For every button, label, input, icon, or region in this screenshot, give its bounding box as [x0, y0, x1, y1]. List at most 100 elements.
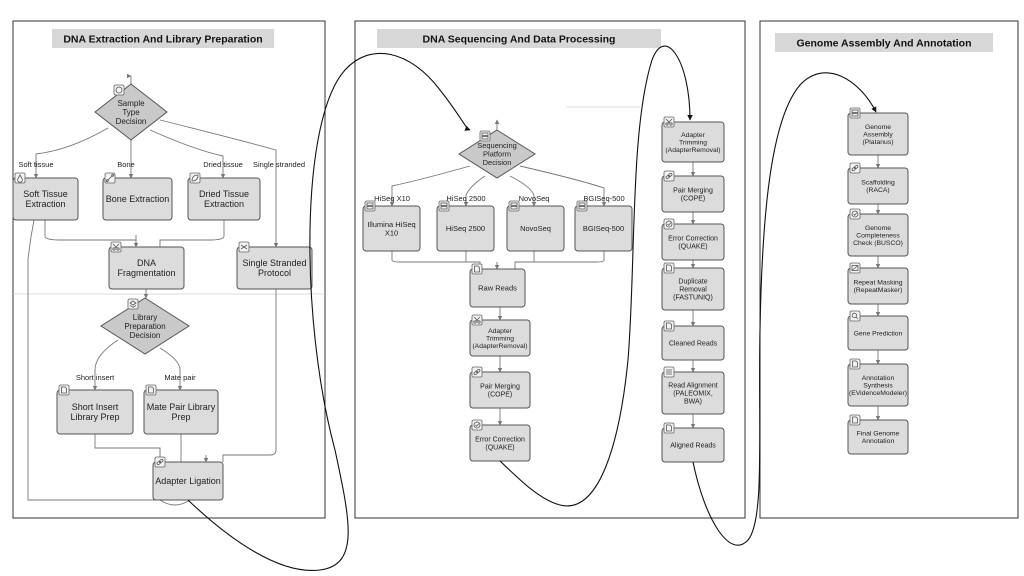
node-label: Soft Tissue	[23, 189, 68, 199]
node-label: Pair Merging	[480, 384, 520, 391]
node-label: BGISeq-500	[583, 224, 624, 233]
link-icon	[663, 170, 675, 182]
layers-icon	[127, 298, 139, 310]
node-label: Library Prep	[70, 412, 119, 422]
doc-icon	[471, 263, 483, 275]
server-icon	[576, 200, 588, 212]
flow-line	[391, 165, 471, 195]
edge-label-short-insert: Short insert	[76, 373, 115, 382]
node-label: Sample	[117, 99, 145, 108]
server-icon	[508, 200, 520, 212]
process-box	[506, 205, 565, 252]
node-label: Cleaned Reads	[669, 340, 718, 347]
scissors-icon	[471, 314, 483, 326]
node-label: Error Correction	[475, 437, 525, 444]
node-error-correction-1: Error Correction(QUAKE)	[469, 419, 531, 462]
node-adapter-ligation: Adapter Ligation	[152, 456, 224, 501]
process-box	[56, 389, 134, 435]
decision-diamond	[100, 297, 190, 355]
link-icon	[849, 162, 861, 174]
node-label: Short Insert	[72, 402, 119, 412]
node-label: BWA)	[684, 398, 702, 405]
node-label: Adapter	[681, 132, 706, 139]
search-icon	[849, 310, 861, 322]
node-label: Synthesis	[863, 382, 893, 389]
node-label: X10	[385, 228, 398, 237]
process-box	[469, 268, 526, 308]
process-box	[661, 371, 725, 415]
process-box	[661, 121, 725, 163]
check-icon	[471, 419, 483, 431]
mask-icon	[849, 262, 861, 274]
process-box	[469, 371, 531, 409]
node-label: (AdapterRemoval)	[665, 147, 720, 154]
node-label: Single Stranded	[242, 258, 306, 268]
node-label: Dried Tissue	[199, 189, 249, 199]
edge-label-single-stranded: Single stranded	[253, 160, 305, 169]
node-label: Decision	[130, 331, 161, 340]
flow-line	[391, 251, 481, 269]
edge-label-mate-pair: Mate pair	[164, 373, 196, 382]
doc-icon	[849, 414, 861, 426]
node-label: Extraction	[25, 199, 65, 209]
panel-title: Genome Assembly And Annotation	[796, 37, 971, 49]
node-cleaned-reads: Cleaned Reads	[661, 320, 725, 361]
process-box	[847, 213, 909, 257]
node-label: (QUAKE)	[678, 243, 707, 250]
flow-line	[159, 220, 225, 247]
node-label: Preparation	[124, 322, 165, 331]
flow-line	[159, 119, 277, 160]
decision-diamond	[458, 129, 536, 179]
cross-panel-connectors	[187, 45, 877, 572]
node-label: Decision	[116, 117, 147, 126]
flow-line	[44, 220, 137, 247]
list-icon	[663, 366, 675, 378]
process-box	[436, 205, 495, 252]
panel-title-band	[377, 29, 661, 48]
check-icon	[849, 208, 861, 220]
shuffle-icon	[238, 241, 250, 253]
link-icon	[154, 456, 166, 468]
node-pair-merging-2: Pair Merging(COPE)	[661, 170, 725, 213]
node-label: NovoSeq	[520, 224, 551, 233]
node-label: DNA	[137, 258, 156, 268]
node-error-correction-2: Error Correction(QUAKE)	[661, 218, 725, 261]
node-label: (QUAKE)	[485, 444, 514, 451]
help-icon	[113, 84, 125, 96]
scissors-icon	[663, 116, 675, 128]
flow-line	[94, 339, 119, 371]
node-label: (PALEOMIX,	[673, 390, 713, 397]
process-box	[187, 177, 261, 221]
doc-icon	[663, 262, 675, 274]
node-label: Trimming	[486, 335, 514, 342]
doc-icon	[58, 384, 70, 396]
node-label: HiSeq 2500	[446, 224, 485, 233]
flow-line	[149, 129, 224, 160]
flow-line	[159, 347, 181, 371]
node-label: Check (BUSCO)	[853, 240, 903, 247]
node-label: Error Correction	[668, 236, 718, 243]
drop-icon	[14, 172, 26, 184]
node-label: Completeness	[856, 232, 900, 239]
panel-title-band	[52, 29, 274, 48]
node-label: Scaffolding	[861, 180, 895, 187]
scissors-icon	[110, 241, 122, 253]
node-label: Platform	[483, 150, 511, 159]
edge-label-soft-tissue: Soft tissue	[18, 160, 53, 169]
node-read-alignment: Read Alignment(PALEOMIX,BWA)	[661, 366, 725, 415]
process-box	[12, 177, 79, 221]
link-icon	[471, 366, 483, 378]
server-icon	[849, 107, 861, 119]
